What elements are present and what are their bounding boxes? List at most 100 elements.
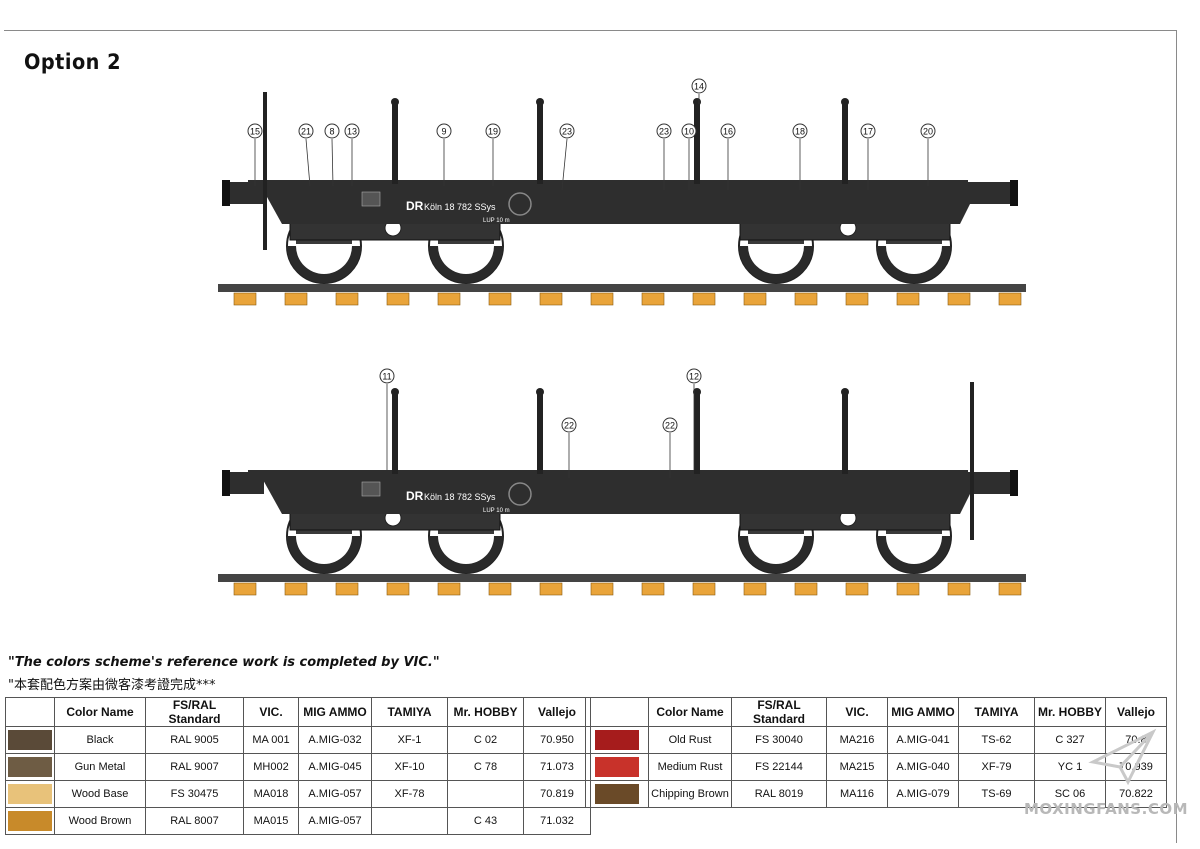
side-frame: [262, 478, 978, 514]
cell-mig: A.MIG-057: [298, 807, 372, 835]
wheel-rim: [287, 536, 361, 573]
sleeper: [845, 292, 869, 306]
sleeper: [794, 582, 818, 596]
sleeper: [386, 292, 410, 306]
callout-label: 22: [564, 421, 574, 431]
header-fs-ral: FS/RAL Standard: [731, 697, 827, 727]
color-swatch: [585, 780, 649, 808]
callout-label: 8: [329, 127, 334, 137]
sleeper: [692, 292, 716, 306]
cell-hobby: C 78: [447, 753, 524, 781]
cell-vallejo: 70.822: [1105, 780, 1167, 808]
cell-mig: A.MIG-045: [298, 753, 372, 781]
sleeper: [488, 582, 512, 596]
color-swatch: [585, 726, 649, 754]
cell-fs: RAL 8019: [731, 780, 827, 808]
color-table-right: Color Name FS/RAL Standard VIC. MIG AMMO…: [585, 697, 1167, 808]
car-marking-dr: DR: [406, 199, 424, 213]
callout-circle: [344, 123, 360, 139]
sleeper: [794, 292, 818, 306]
buffer-plate: [1010, 180, 1018, 206]
sleeper: [743, 582, 767, 596]
buffer-plate: [222, 470, 230, 496]
callout-label: 18: [795, 127, 805, 137]
reference-note-en: "The colors scheme's reference work is c…: [8, 655, 440, 670]
sleeper: [896, 582, 920, 596]
cell-vic: MA116: [826, 780, 888, 808]
buffer-plate: [222, 180, 230, 206]
cell-tamiya: [371, 807, 448, 835]
cell-vic: MA216: [826, 726, 888, 754]
deck-top: [248, 470, 968, 478]
buffer-plate: [1010, 470, 1018, 496]
callout-circle: [860, 123, 876, 139]
callout-circle: [324, 123, 340, 139]
wheel-rim: [739, 536, 813, 573]
callout-circle: [920, 123, 936, 139]
stanchion: [842, 102, 848, 184]
sleeper: [284, 582, 308, 596]
stanchion: [842, 392, 848, 474]
color-swatch: [585, 753, 649, 781]
callout-label: 12: [689, 372, 699, 382]
cell-vic: MA 001: [243, 726, 299, 754]
page-frame: [4, 30, 1177, 843]
cell-tamiya: TS-62: [958, 726, 1035, 754]
wheel-rim: [429, 536, 503, 573]
table-header-row: Color Name FS/RAL Standard VIC. MIG AMMO…: [585, 697, 1167, 727]
cell-tamiya: TS-69: [958, 780, 1035, 808]
sleeper: [845, 582, 869, 596]
sleeper: [284, 292, 308, 306]
callout-circle: [298, 123, 314, 139]
cell-mig: A.MIG-079: [887, 780, 959, 808]
cell-fs: FS 30475: [145, 780, 244, 808]
stanchion: [694, 392, 700, 474]
cell-mig: A.MIG-057: [298, 780, 372, 808]
callout-circle: [686, 368, 702, 384]
header-tamiya: TAMIYA: [958, 697, 1035, 727]
callout-leader: [561, 138, 568, 191]
cell-fs: RAL 8007: [145, 807, 244, 835]
cell-name: Black: [54, 726, 146, 754]
sleeper: [488, 292, 512, 306]
cell-vic: MA018: [243, 780, 299, 808]
color-swatch: [5, 753, 55, 781]
cell-vallejo: 71.032: [523, 807, 591, 835]
cell-hobby: [447, 780, 524, 808]
stanchion-cap: [536, 388, 544, 396]
stanchion: [537, 392, 543, 474]
cell-name: Gun Metal: [54, 753, 146, 781]
wheel-rim: [877, 246, 951, 283]
stanchion-cap: [693, 388, 701, 396]
callout-label: 15: [250, 127, 260, 137]
header-vallejo: Vallejo: [523, 697, 591, 727]
cell-fs: RAL 9005: [145, 726, 244, 754]
callout-label: 23: [659, 127, 669, 137]
header-hobby: Mr. HOBBY: [1034, 697, 1106, 727]
callout-circle: [379, 368, 395, 384]
cell-tamiya: XF-78: [371, 780, 448, 808]
callout-leader: [305, 138, 311, 187]
cell-name: Wood Brown: [54, 807, 146, 835]
callout-label: 20: [923, 127, 933, 137]
color-swatch: [5, 726, 55, 754]
brake-post: [970, 382, 974, 540]
brake-post: [263, 92, 267, 250]
sleeper: [947, 292, 971, 306]
cell-mig: A.MIG-032: [298, 726, 372, 754]
header-vic: VIC.: [826, 697, 888, 727]
callout-label: 17: [863, 127, 873, 137]
sleeper: [335, 582, 359, 596]
wheel-rim: [429, 246, 503, 283]
header-fs-ral: FS/RAL Standard: [145, 697, 244, 727]
wheel-rim: [287, 246, 361, 283]
callout-circle: [662, 417, 678, 433]
handbrake-wheel: [508, 482, 532, 506]
callout-circle: [691, 78, 707, 94]
car-marking-number: Köln 18 782 SSys: [424, 492, 496, 502]
sleeper: [743, 292, 767, 306]
buffer-right: [964, 182, 1014, 204]
